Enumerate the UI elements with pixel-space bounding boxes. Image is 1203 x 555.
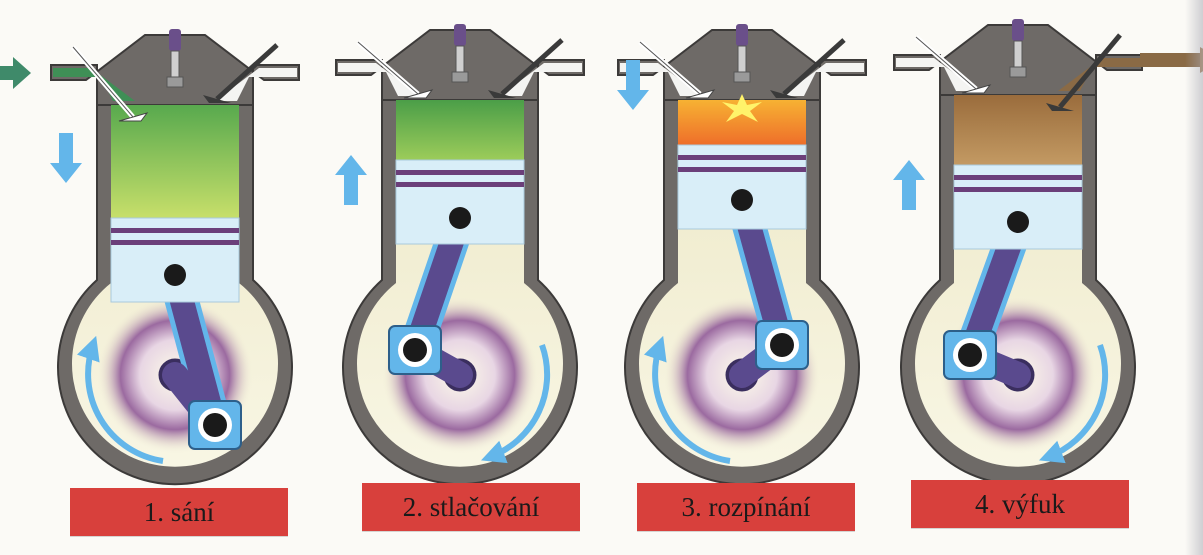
piston-ring (111, 228, 239, 233)
piston-ring (954, 175, 1082, 180)
stage-label-exhaust: 4. výfuk (911, 480, 1129, 528)
stage-label-expansion: 3. rozpínání (637, 483, 855, 531)
spark-plug-nut (452, 72, 468, 82)
spark-plug-cap (1012, 19, 1024, 41)
down-arrow-icon (50, 133, 82, 183)
piston-ring (111, 240, 239, 245)
engine-exhaust (893, 19, 1203, 484)
up-arrow-icon (335, 155, 367, 205)
spark-plug-cap (736, 24, 748, 46)
piston-ring (396, 170, 524, 175)
crank-pin (770, 333, 794, 357)
spark-plug-nut (1010, 67, 1026, 77)
piston-pin (164, 264, 186, 286)
piston-ring (678, 167, 806, 172)
crank-pin (203, 413, 227, 437)
gas-charge (111, 105, 239, 218)
piston-pin (449, 207, 471, 229)
spark-plug-cap (454, 24, 466, 46)
piston-ring (954, 187, 1082, 192)
spark-plug-cap (169, 29, 181, 51)
gas-charge (396, 100, 524, 160)
right-arrow-icon (0, 57, 31, 89)
engine-intake (0, 29, 299, 484)
spark-plug-nut (734, 72, 750, 82)
piston-pin (731, 189, 753, 211)
spark-plug-nut (167, 77, 183, 87)
engine-expansion (617, 24, 866, 484)
piston-pin (1007, 211, 1029, 233)
piston-ring (678, 155, 806, 160)
crank-pin (403, 338, 427, 362)
up-arrow-icon (893, 160, 925, 210)
engine-compression (335, 24, 584, 484)
piston-ring (396, 182, 524, 187)
page-edge-shadow (1185, 0, 1203, 555)
stage-label-compression: 2. stlačování (362, 483, 580, 531)
stage-label-intake: 1. sání (70, 488, 288, 536)
crank-pin (958, 343, 982, 367)
